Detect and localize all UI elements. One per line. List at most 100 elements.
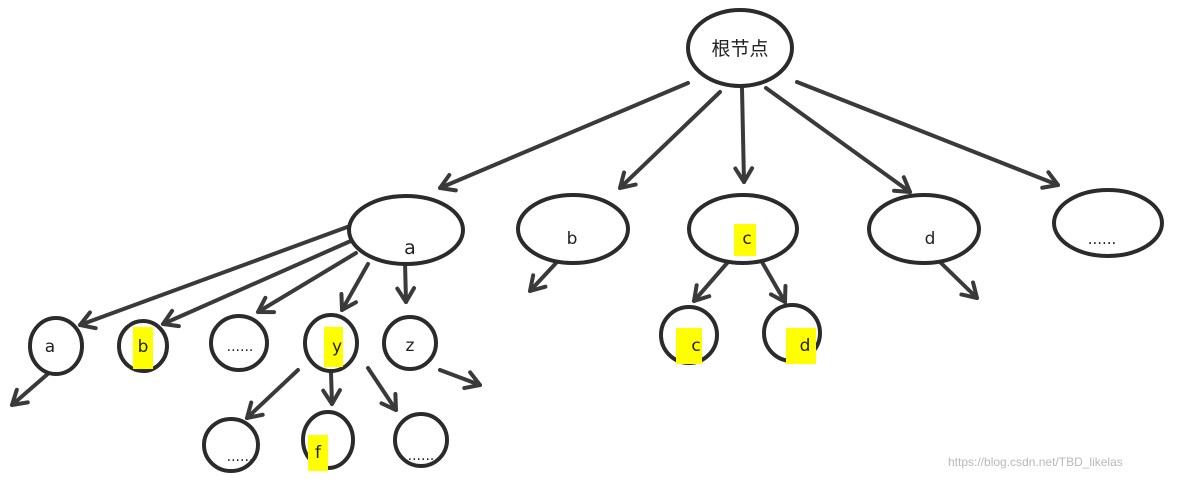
watermark-text: https://blog.csdn.net/TBD_likelas	[948, 455, 1123, 469]
node-y-etc1: ......	[202, 417, 260, 473]
node-ellipse	[209, 314, 269, 372]
node-c: c	[687, 193, 799, 265]
edge-line	[78, 224, 352, 327]
node-ellipse	[28, 316, 84, 376]
edge-line	[692, 260, 730, 303]
node-ellipse	[382, 315, 438, 371]
node-label: 根节点	[711, 38, 768, 60]
edge-root-to-b	[618, 90, 722, 190]
node-c-d: d	[762, 303, 822, 364]
node-a-b: b	[117, 319, 169, 373]
node-etc1: ......	[1052, 188, 1164, 258]
edge-line	[438, 81, 690, 190]
highlight-mark	[786, 328, 816, 364]
edge-line	[10, 370, 52, 407]
node-ellipse	[686, 8, 794, 88]
arrowhead	[245, 400, 265, 420]
edge-line	[938, 260, 979, 300]
node-ellipse	[867, 193, 981, 265]
node-label: ......	[408, 448, 435, 464]
node-y-etc2: ......	[393, 412, 449, 468]
node-label: d	[925, 229, 936, 249]
edge-a_y-to-y_etc2	[366, 366, 398, 412]
node-root: 根节点	[686, 8, 794, 88]
arrowhead	[10, 387, 30, 407]
edge-a_y-to-y_f	[321, 370, 342, 406]
highlight-mark	[324, 327, 343, 367]
node-a: a	[347, 194, 465, 266]
arrowhead	[692, 283, 712, 303]
arrowhead	[256, 295, 276, 315]
node-label: c	[742, 229, 751, 249]
edge-a-to-a_a	[78, 224, 352, 331]
node-ellipse	[516, 193, 630, 265]
node-label: c	[691, 336, 700, 356]
node-label: a	[45, 337, 55, 357]
node-a-etc: ......	[209, 314, 269, 372]
node-a-a: a	[28, 316, 84, 376]
node-label: ......	[227, 449, 254, 465]
edge-line	[760, 260, 787, 304]
edge-line	[403, 260, 408, 304]
node-label: z	[406, 336, 415, 356]
a-a-dangling-arrow	[10, 370, 52, 407]
highlight-mark	[308, 435, 328, 471]
edge-line	[438, 368, 482, 387]
arrowhead	[462, 370, 482, 391]
edge-line	[256, 251, 358, 314]
node-c-c: c	[659, 305, 719, 365]
arrowhead	[321, 388, 342, 406]
arrowhead	[892, 175, 912, 194]
edge-line	[329, 370, 334, 406]
highlight-mark	[133, 327, 153, 369]
edge-line	[340, 262, 370, 312]
d-dangling-arrow	[938, 260, 979, 300]
arrowhead	[959, 280, 979, 300]
node-label: d	[800, 336, 811, 356]
arrowhead	[1040, 170, 1060, 190]
edge-a-to-a_z	[395, 260, 417, 304]
node-b: b	[516, 193, 630, 265]
edge-root-to-d	[764, 86, 912, 194]
edge-line	[366, 366, 398, 412]
arrowhead	[438, 172, 458, 193]
node-label: f	[315, 443, 322, 463]
node-y-f: f	[301, 410, 355, 471]
node-label: b	[138, 337, 149, 357]
edge-root-to-etc1	[795, 80, 1060, 190]
arrowhead	[379, 392, 398, 412]
edge-a-to-a_y	[339, 262, 370, 312]
edge-line	[161, 238, 355, 326]
edges-layer	[10, 80, 1060, 420]
b-dangling-arrow	[528, 260, 559, 293]
node-d: d	[867, 193, 981, 265]
edge-root-to-c	[733, 86, 755, 184]
node-a-z: z	[382, 315, 438, 371]
edge-line	[795, 80, 1060, 187]
edge-line	[740, 86, 746, 184]
edge-line	[245, 368, 300, 420]
node-ellipse	[1052, 188, 1164, 258]
highlight-mark	[676, 328, 702, 364]
highlight-mark	[734, 224, 756, 256]
node-label: a	[404, 237, 416, 259]
edge-line	[618, 90, 722, 190]
z-dangling-arrow	[438, 368, 482, 391]
arrowhead	[768, 284, 788, 304]
node-ellipse	[393, 412, 449, 468]
arrowhead	[528, 273, 548, 293]
node-ellipse	[347, 194, 465, 266]
node-label: b	[567, 229, 578, 249]
node-ellipse	[202, 417, 260, 473]
edge-line	[764, 86, 912, 194]
arrowhead	[339, 292, 358, 312]
edge-a-to-a_etc	[256, 251, 358, 315]
edge-line	[528, 260, 559, 293]
node-label: ......	[1088, 230, 1117, 248]
edge-c-to-c_d	[760, 260, 788, 304]
edge-c-to-c_c	[692, 260, 730, 303]
edge-a_y-to-y_etc1	[245, 368, 300, 420]
node-label: ......	[227, 339, 254, 355]
